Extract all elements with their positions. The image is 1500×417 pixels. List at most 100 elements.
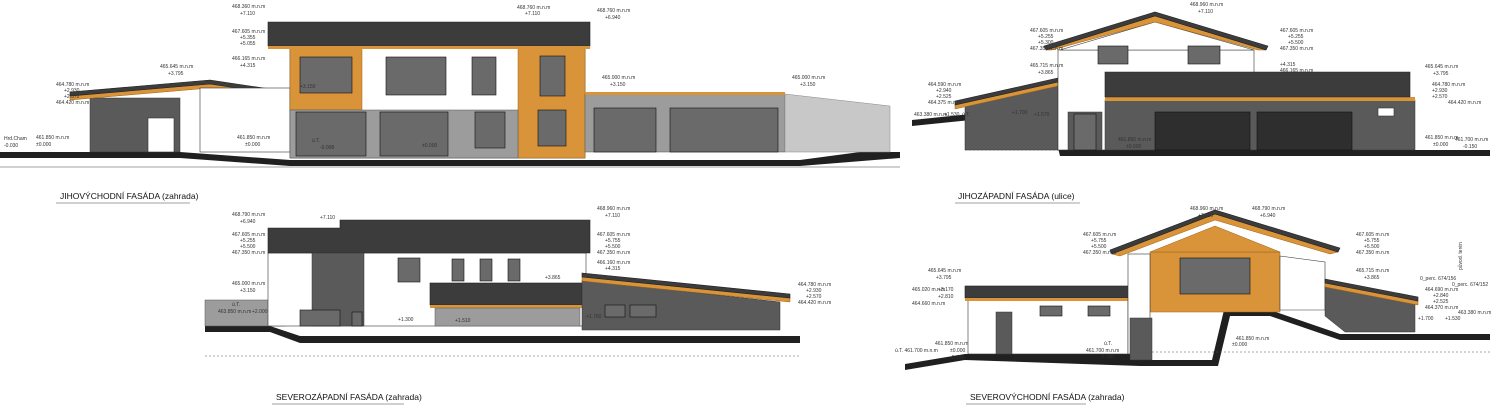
main-roof	[267, 21, 591, 47]
level-label: +7.110	[605, 213, 620, 219]
gable-roof	[1043, 11, 1269, 51]
level-label: ±0.000	[1232, 342, 1247, 348]
level-label: +2.930	[1432, 88, 1448, 94]
level-label: 466.165 m.n.m	[232, 56, 265, 62]
level-label: +6.940	[1260, 213, 1276, 219]
gable-wood-triangle	[1149, 225, 1281, 253]
level-label: 468.790 m.n.m	[232, 212, 265, 218]
level-label: ±0.000	[1126, 144, 1141, 150]
level-label: 464.420 m.n.m	[56, 100, 89, 106]
terrain-slope	[784, 93, 891, 153]
level-label: +7.110	[240, 11, 255, 17]
level-label: ú.T. 461.700 m.n.m	[895, 348, 938, 354]
level-label: 467.605 m.n.m	[232, 232, 265, 238]
level-label: 464.690 m.n.m	[1425, 287, 1458, 293]
window-6	[351, 311, 363, 327]
level-label: 463.380 m.n.m	[914, 112, 947, 118]
ground-slab	[0, 152, 900, 166]
level-label: +5.500	[1288, 40, 1304, 46]
level-label: +5.755	[1091, 238, 1107, 244]
garage-vent	[1377, 107, 1395, 117]
window-lower-3	[474, 111, 506, 149]
level-label: 465.000 m.n.m	[232, 281, 265, 287]
ground-slab	[905, 310, 1490, 370]
right-wing-white	[1279, 255, 1326, 311]
level-label: +3.150	[610, 82, 626, 88]
left-wing-door	[995, 311, 1013, 355]
left-annex-white-wall	[199, 87, 291, 153]
level-label: 467.605 m.n.m	[1356, 232, 1389, 238]
right-annex-glazing-2	[669, 107, 779, 153]
elevation-severozapadni: 468.790 m.n.m +6.940 +7.110 468.960 m.n.…	[204, 206, 831, 405]
window-5	[299, 309, 341, 327]
level-label: -0.150	[1463, 144, 1477, 150]
level-label: 461.850 m.n.m	[1236, 336, 1269, 342]
level-label: 466.165 m.n.m	[1280, 68, 1313, 74]
level-label: +3.170	[938, 287, 954, 293]
garage-door-2	[1256, 111, 1353, 151]
level-label: +5.255	[240, 238, 256, 244]
lower-wall	[434, 307, 581, 327]
right-annex-glazing-1	[593, 107, 657, 153]
level-label: 464.780 m.n.m	[56, 82, 89, 88]
level-label: 468.960 m.n.m	[1190, 2, 1223, 8]
window-2	[451, 258, 465, 282]
level-label: +3.865	[1364, 275, 1380, 281]
garage-fascia	[1105, 97, 1415, 101]
level-label: 463.380 m.n.m	[1458, 310, 1491, 316]
level-label: +1.530	[944, 112, 960, 118]
level-label: 468.790 m.n.m	[1252, 206, 1285, 212]
level-label: 464.420 m.n.m	[798, 300, 831, 306]
level-label: ú.T.	[962, 112, 970, 118]
lower-roof-fascia	[430, 305, 582, 308]
level-label: +5.355	[240, 35, 256, 41]
window-1	[397, 257, 421, 283]
level-label: ±0.000	[1433, 142, 1448, 148]
elevation-jihovychodni: 468.360 m.n.m +7.110 468.760 m.n.m +7.11…	[0, 4, 900, 204]
level-label: +7.110	[1198, 213, 1213, 219]
level-label: 466.160 m.n.m	[597, 260, 630, 266]
level-label: +4.315	[605, 266, 621, 272]
level-label: +4.315	[240, 63, 256, 69]
level-label: +5.255	[1038, 34, 1054, 40]
level-label: 468.760 m.n.m	[517, 5, 550, 11]
level-label: -0.150	[950, 355, 964, 361]
level-label: 467.350 m.n.m	[1356, 250, 1389, 256]
window-lower-2	[379, 111, 449, 157]
level-label: +1.300	[398, 317, 414, 323]
main-roof-fascia	[268, 46, 590, 49]
level-label: 467.350 m.n.m	[597, 250, 630, 256]
level-label: 465.715 m.n.m	[1030, 63, 1063, 69]
level-label: 464.590 m.n.m	[928, 82, 961, 88]
level-label: +6.940	[605, 15, 621, 21]
level-label: ±0.000	[36, 142, 51, 148]
left-wing-window-1	[1039, 305, 1063, 317]
window-upper-3	[471, 56, 497, 96]
level-label: ±0.000	[245, 142, 260, 148]
level-label: +2.570	[806, 294, 822, 300]
level-label: +5.500	[1091, 244, 1107, 250]
window-lower-4	[537, 109, 567, 147]
elevation-jihozapadni: 468.960 m.n.m +7.110 467.605 m.n.m +5.25…	[912, 2, 1490, 204]
level-label: +3.150	[800, 82, 816, 88]
level-label: +5.500	[240, 244, 256, 250]
level-label: +2.940	[936, 88, 952, 94]
level-label: 468.960 m.n.m	[1190, 206, 1223, 212]
level-label: +5.300	[1038, 40, 1054, 46]
level-label: +7.110	[1198, 9, 1213, 15]
level-label: -0.008	[320, 145, 334, 151]
level-label: +2.840	[1433, 293, 1449, 299]
level-label: 461.850 m.n.m	[1425, 135, 1458, 141]
gable-window-1	[1097, 45, 1129, 65]
level-label: 465.645 m.n.m	[1425, 64, 1458, 70]
level-label: 463.850 m.n.m	[218, 309, 251, 315]
level-label: 461.850 m.n.m	[1118, 137, 1151, 143]
level-label: +2.525	[936, 94, 952, 100]
level-label: 464.660 m.n.m	[912, 301, 945, 307]
level-label: +7.110	[320, 215, 335, 221]
level-label: ú.T.	[1104, 341, 1112, 347]
level-label: 461.850 m.n.m	[935, 341, 968, 347]
level-label: +2.570	[1432, 94, 1448, 100]
gable-window-2	[1187, 45, 1221, 65]
level-label: 468.960 m.n.m	[597, 206, 630, 212]
